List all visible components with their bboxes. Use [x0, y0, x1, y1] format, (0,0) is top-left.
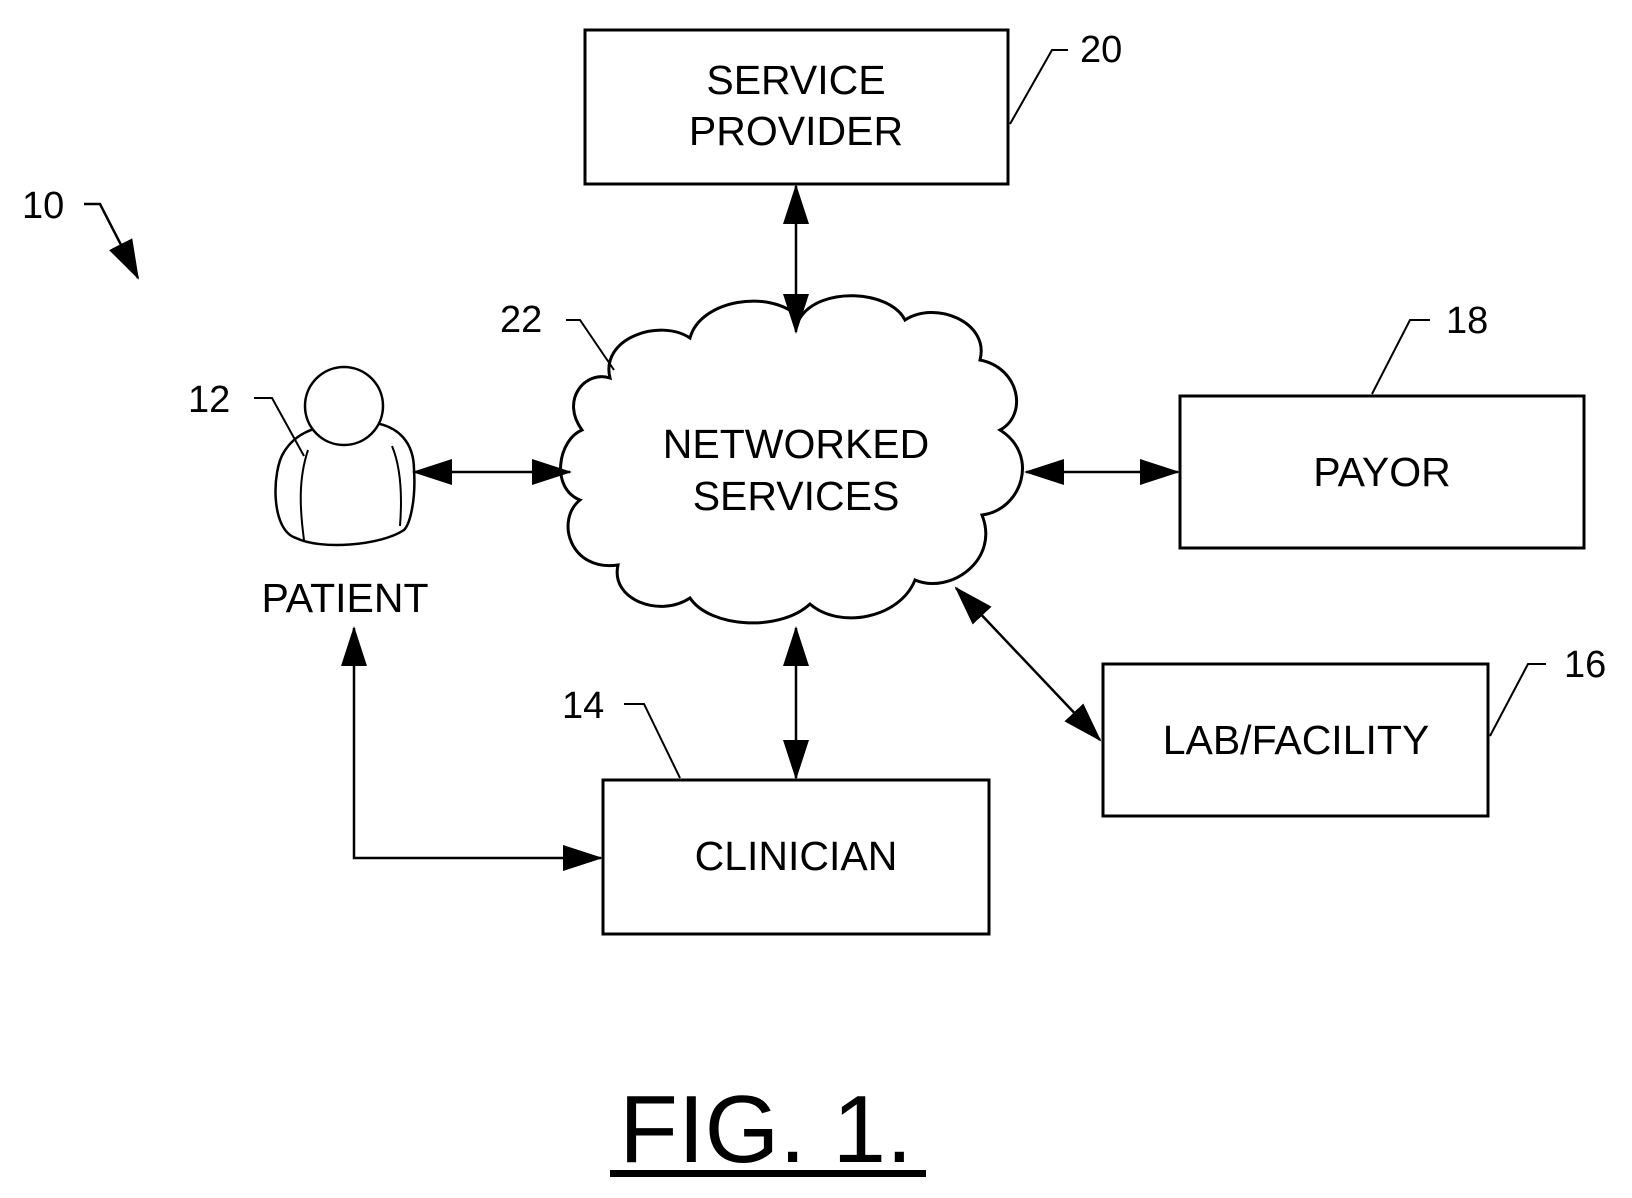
clinician-label: CLINICIAN: [695, 833, 898, 879]
clinician-ref: 14: [562, 685, 604, 727]
networked-services-ref-leader: [566, 320, 614, 370]
patient-node: PATIENT: [261, 367, 428, 621]
system-ref-label: 10: [22, 185, 64, 227]
service-provider-ref: 20: [1080, 29, 1122, 71]
service-provider-node: SERVICE PROVIDER: [585, 30, 1008, 184]
figure-title-underline: [610, 1170, 926, 1177]
payor-ref: 18: [1446, 300, 1488, 342]
clinician-ref-leader: [624, 704, 680, 778]
lab-facility-ref-leader: [1490, 664, 1546, 736]
networked-services-label-line2: SERVICES: [693, 473, 900, 519]
lab-facility-ref: 16: [1564, 644, 1606, 686]
figure-title-text: FIG. 1.: [619, 1076, 912, 1183]
patient-clinician-connector: [354, 628, 601, 858]
networked-services-label-line1: NETWORKED: [663, 421, 930, 467]
networked-services-node: NETWORKED SERVICES: [561, 296, 1023, 623]
system-ref-arrow: [84, 204, 138, 278]
patient-label: PATIENT: [261, 575, 428, 621]
service-provider-ref-leader: [1010, 50, 1068, 124]
payor-label: PAYOR: [1313, 449, 1450, 495]
networked-services-ref: 22: [500, 299, 542, 341]
lab-facility-node: LAB/FACILITY: [1103, 664, 1488, 816]
service-provider-label-line2: PROVIDER: [689, 108, 903, 154]
lab-facility-label: LAB/FACILITY: [1163, 717, 1430, 763]
payor-ref-leader: [1372, 320, 1430, 394]
person-icon: [275, 367, 414, 545]
service-provider-label-line1: SERVICE: [706, 57, 885, 103]
patient-ref: 12: [188, 379, 230, 421]
payor-node: PAYOR: [1180, 396, 1584, 548]
figure-title: FIG. 1.: [610, 1076, 926, 1183]
clinician-node: CLINICIAN: [603, 780, 989, 934]
network-lab-facility-connector: [956, 588, 1100, 740]
